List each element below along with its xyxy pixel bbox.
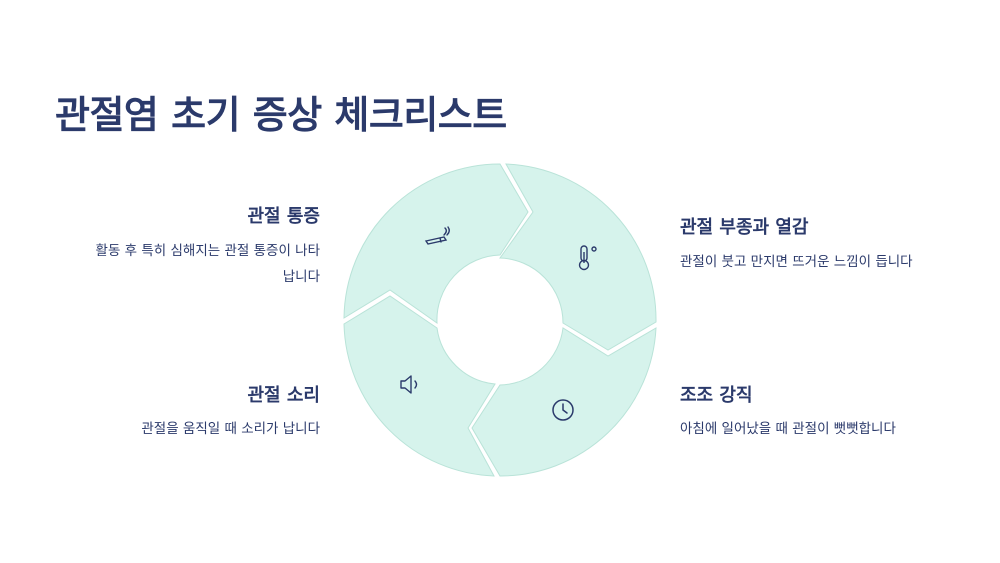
symptom-heading: 관절 부종과 열감 xyxy=(680,217,809,238)
cycle-diagram xyxy=(343,163,657,477)
symptom-joint-sound: 관절 소리 관절을 움직일 때 소리가 납니다 xyxy=(30,381,320,442)
symptom-description-cont: 납니다 xyxy=(282,269,320,285)
speaker-icon xyxy=(400,375,418,394)
symptom-morning-stiffness: 조조 강직 아침에 일어났을 때 관절이 뻣뻣합니다 xyxy=(680,381,980,442)
cigarette-icon xyxy=(424,226,450,245)
symptom-description: 아침에 일어났을 때 관절이 뻣뻣합니다 xyxy=(680,421,896,437)
segment-top-right xyxy=(499,163,657,351)
symptom-swelling-heat: 관절 부종과 열감 관절이 붓고 만지면 뜨거운 느낌이 듭니다 xyxy=(680,213,980,275)
segment-bottom-left xyxy=(343,295,496,477)
symptom-heading: 관절 통증 xyxy=(247,206,320,227)
symptom-heading: 관절 소리 xyxy=(247,385,320,406)
symptom-description: 관절이 붓고 만지면 뜨거운 느낌이 듭니다 xyxy=(680,254,913,270)
clock-icon xyxy=(552,399,574,421)
segment-top-left xyxy=(343,163,529,324)
symptom-description: 관절을 움직일 때 소리가 납니다 xyxy=(141,421,320,437)
thermometer-icon xyxy=(578,245,597,271)
symptom-description: 활동 후 특히 심해지는 관절 통증이 나타 xyxy=(95,243,320,259)
page-title: 관절염 초기 증상 체크리스트 xyxy=(55,93,507,137)
symptom-heading: 조조 강직 xyxy=(680,385,753,406)
segment-bottom-right xyxy=(471,327,657,477)
